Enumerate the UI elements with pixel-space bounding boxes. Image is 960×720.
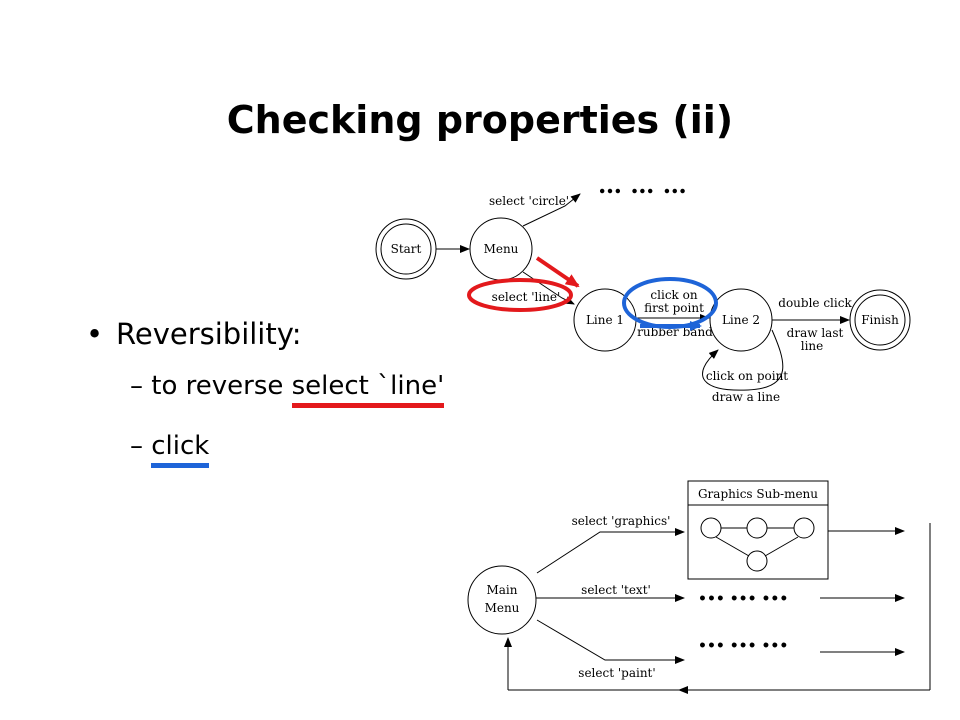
state-finish-outer — [849, 289, 911, 351]
bullet-text: Reversibility: — [116, 317, 302, 351]
submenu-edge-1-4 — [715, 536, 750, 557]
bullet-dot-icon: • — [86, 317, 104, 351]
dash-icon: – — [130, 431, 143, 461]
label-line2: Line 2 — [722, 313, 760, 327]
label-first-point: first point — [644, 301, 704, 315]
ellipsis-paint-row: ••• ••• ••• — [698, 638, 788, 654]
state-finish-inner — [854, 294, 906, 346]
sub-bullet-reverse: – to reverse select `line' — [130, 356, 445, 416]
click-highlight: click — [151, 431, 210, 468]
bullet-list: • Reversibility: – to reverse select `lin… — [86, 312, 445, 476]
edge-select-circle — [522, 193, 581, 227]
label-draw-last: draw last — [787, 326, 844, 340]
sub-bullet-click: – click — [130, 416, 444, 476]
red-highlight-ellipse — [467, 278, 573, 312]
label-start: Start — [391, 242, 422, 256]
label-select-graphics: select 'graphics' — [572, 514, 671, 528]
select-line-highlight: select `line' — [291, 371, 445, 408]
label-select-line: select 'line' — [492, 290, 561, 304]
label-select-text: select 'text' — [581, 583, 651, 597]
submenu-edge-3-4 — [764, 536, 799, 557]
ellipsis-text-row: ••• ••• ••• — [698, 591, 788, 607]
label-click-on-point: click on point — [706, 369, 788, 383]
edge-select-graphics — [536, 528, 685, 574]
label-draw-a-line: draw a line — [712, 390, 780, 404]
red-highlight-arrow — [535, 256, 580, 288]
sub-bullet-prefix: to reverse — [151, 371, 292, 401]
label-graphics-submenu: Graphics Sub-menu — [698, 487, 818, 501]
label-ellipsis-top: … … … — [598, 170, 687, 199]
submenu-node-1 — [700, 517, 722, 539]
label-main: Main — [486, 583, 517, 597]
label-click-on: click on — [650, 288, 697, 302]
label-line: line — [801, 339, 824, 353]
dash-icon: – — [130, 371, 143, 401]
label-select-circle: select 'circle' — [489, 194, 569, 208]
submenu-node-4 — [746, 550, 768, 572]
label-finish: Finish — [861, 313, 899, 327]
label-line1: Line 1 — [586, 313, 624, 327]
state-start-inner — [380, 223, 432, 275]
edge-select-paint — [536, 619, 685, 664]
label-menu: Menu — [484, 242, 519, 256]
label-double-click: double click — [778, 296, 852, 310]
bullet-reversibility: • Reversibility: — [86, 312, 444, 356]
graphics-submenu-box — [687, 480, 829, 580]
submenu-node-2 — [746, 517, 768, 539]
submenu-node-3 — [793, 517, 815, 539]
menu-structure-drawing — [467, 480, 931, 694]
main-menu-node — [467, 565, 537, 635]
state-diagram-line-drawing — [375, 193, 911, 391]
label-select-paint: select 'paint' — [578, 666, 655, 680]
edge-click-point-loop — [702, 329, 784, 391]
slide-title: Checking properties (ii) — [226, 98, 734, 142]
label-menu2: Menu — [485, 601, 520, 615]
